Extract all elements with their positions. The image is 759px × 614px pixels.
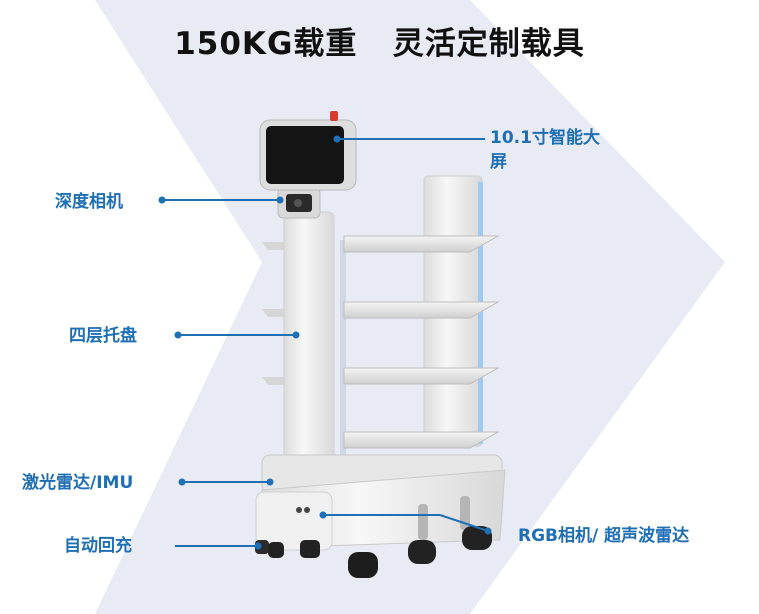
robot-column — [277, 187, 335, 473]
label-four-trays: 四层托盘 — [69, 326, 137, 346]
label-screen-line1: 10.1寸智能大 — [490, 128, 600, 148]
page-title: 150KG载重 灵活定制载具 — [174, 26, 585, 62]
label-auto-charge: 自动回充 — [64, 536, 132, 556]
smart-screen — [259, 111, 357, 191]
tray-stack — [262, 235, 500, 449]
label-rgb-ultrasonic: RGB相机/ 超声波雷达 — [518, 526, 690, 546]
label-screen: 10.1寸智能大 屏 — [490, 126, 600, 174]
label-depth-camera: 深度相机 — [55, 192, 123, 212]
robot-base — [255, 454, 506, 551]
label-screen-line2: 屏 — [490, 152, 507, 172]
callout-dots — [158, 135, 492, 550]
callout-lines — [162, 138, 489, 547]
label-lidar-imu: 激光雷达/IMU — [22, 473, 134, 493]
wheels — [255, 526, 492, 578]
